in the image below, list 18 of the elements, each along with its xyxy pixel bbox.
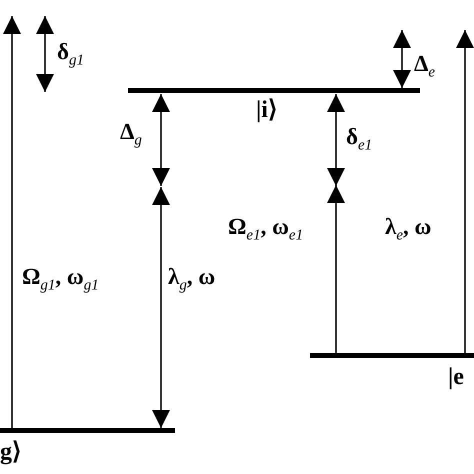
transition-arrow (152, 187, 170, 428)
transition-arrow (327, 94, 345, 186)
edge-label: Δ$_{g}$ (120, 120, 142, 149)
edge-label: Δ$_{e}$ (414, 52, 436, 81)
edge-label: λ$_{g}$, ω (168, 265, 216, 294)
edge-label: λ$_{e}$, ω (385, 215, 432, 244)
state-label: |e (448, 365, 464, 389)
transition-arrow (152, 94, 170, 186)
transition-arrow (3, 16, 21, 428)
transition-arrow (456, 30, 474, 353)
transition-arrow (393, 30, 411, 88)
edge-label: Ω$_{g1}$, ω$_{g1}$ (22, 265, 99, 294)
edge-label: Ω$_{e1}$, ω$_{e1}$ (228, 215, 304, 244)
transition-arrow (327, 185, 345, 353)
detuning-label: δ$_{g1}$ (57, 40, 84, 69)
state-label: |i⟩ (256, 98, 277, 122)
edge-label: δ$_{e1}$ (346, 125, 372, 154)
state-label: g⟩ (0, 440, 21, 464)
